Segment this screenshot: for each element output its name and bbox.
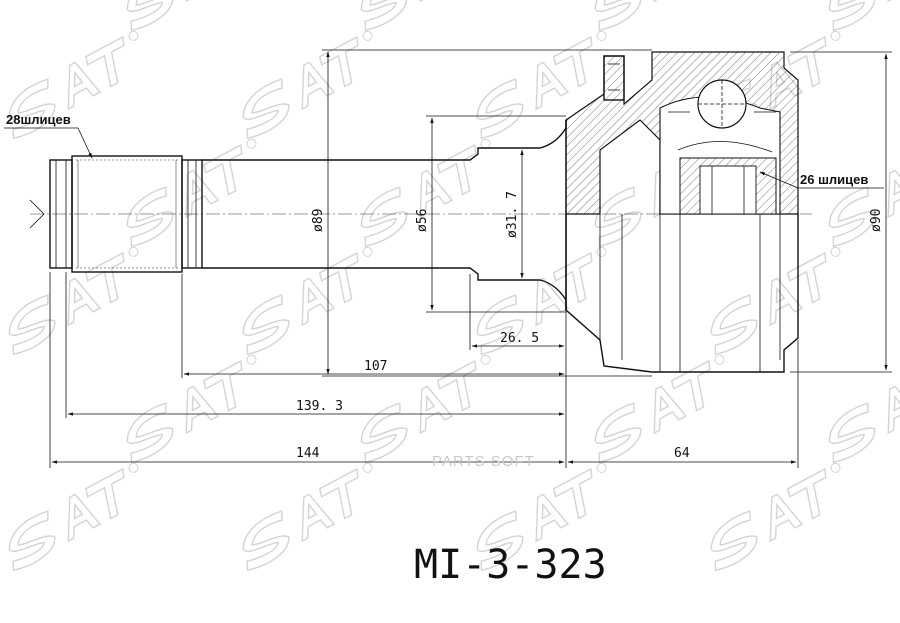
outer-housing <box>565 51 799 373</box>
dim-64: 64 <box>674 446 690 461</box>
bore-splines-label: 26 шлицев <box>800 172 868 187</box>
callout-shaft-splines: 28шлицев <box>4 112 93 159</box>
dim-d90: ø90 <box>869 209 884 232</box>
watermark-text: PARTS SOFT <box>432 453 535 470</box>
length-dimensions <box>51 344 797 464</box>
dim-139-3: 139. 3 <box>296 399 343 414</box>
dim-d56: ø56 <box>415 209 430 232</box>
dim-144: 144 <box>296 446 320 461</box>
shaft <box>49 120 567 310</box>
diameter-dimensions <box>326 51 888 375</box>
part-number: MI-3-323 <box>414 542 607 588</box>
dim-d89: ø89 <box>311 209 326 232</box>
dim-107: 107 <box>364 359 387 374</box>
dim-d31-7: ø31. 7 <box>505 191 520 238</box>
shaft-splines-label: 28шлицев <box>6 112 71 127</box>
shaft-end-chevron <box>29 199 45 229</box>
dim-26-5: 26. 5 <box>500 331 539 346</box>
callout-bore-splines: 26 шлицев <box>759 171 884 189</box>
extension-lines <box>49 49 892 468</box>
